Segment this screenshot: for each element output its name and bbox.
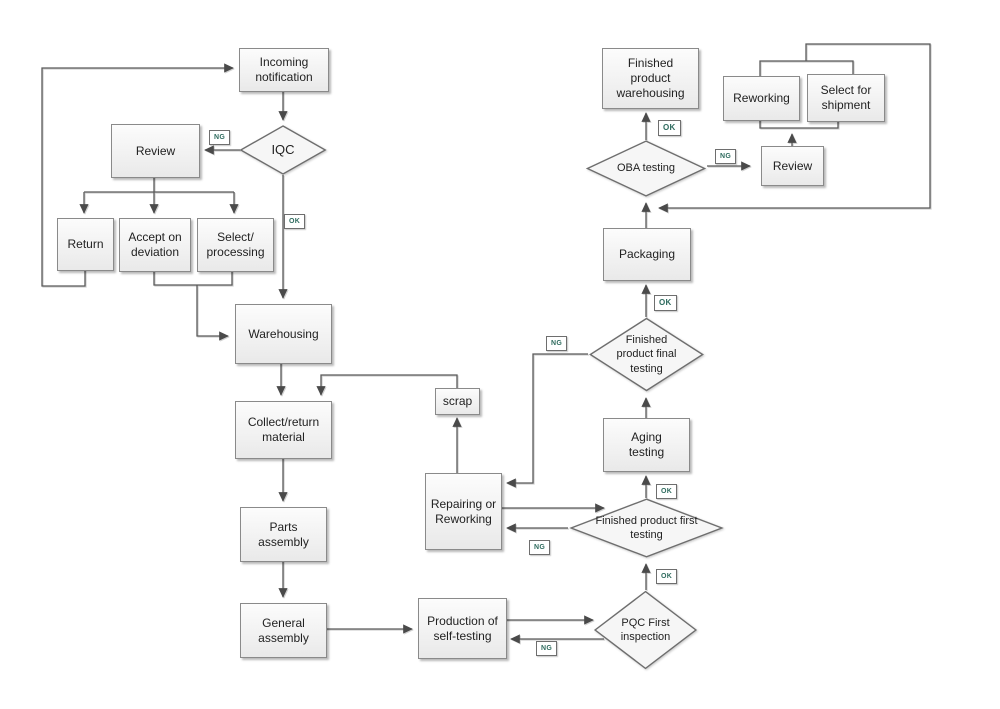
repairing-reworking-label: Repairing or Reworking bbox=[430, 496, 497, 526]
general-assembly-label: General assembly bbox=[258, 615, 309, 645]
iqc-label: IQC bbox=[271, 141, 295, 157]
select-processing-label: Select/ processing bbox=[206, 230, 265, 259]
review-left-label: Review bbox=[135, 143, 176, 158]
ng-badge-first-testing: NG bbox=[529, 540, 551, 555]
oba-diamond-shape bbox=[585, 140, 707, 197]
select-processing-box: Select/ processing bbox=[197, 218, 274, 272]
finished-product-warehousing-box: Finished product warehousing bbox=[602, 48, 699, 109]
reworking-label: Reworking bbox=[733, 91, 790, 105]
packaging-box: Packaging bbox=[603, 228, 691, 281]
pqc-first-inspection-decision: PQC First inspection bbox=[593, 590, 698, 670]
repairing-reworking-box: Repairing or Reworking bbox=[425, 473, 502, 550]
ok-badge-first-testing: OK bbox=[656, 484, 678, 499]
ok-badge-oba: OK bbox=[658, 120, 681, 136]
return-label: Return bbox=[67, 237, 104, 251]
ng-badge-pqc: NG bbox=[536, 641, 558, 656]
scrap-label: scrap bbox=[442, 394, 473, 408]
collect-return-material-box: Collect/return material bbox=[235, 401, 332, 459]
production-self-testing-label: Production of self-testing bbox=[427, 613, 498, 643]
oba-testing-decision: OBA testing bbox=[585, 140, 707, 197]
ng-badge-iqc: NG bbox=[209, 130, 231, 145]
accept-on-deviation-box: Accept on deviation bbox=[119, 218, 191, 272]
pqc-first-inspection-label: PQC First inspection bbox=[620, 616, 671, 643]
ok-badge-final-testing: OK bbox=[654, 295, 677, 311]
aging-testing-label: Aging testing bbox=[628, 430, 665, 459]
aging-testing-box: Aging testing bbox=[603, 418, 690, 472]
parts-assembly-box: Parts assembly bbox=[240, 507, 327, 562]
select-for-shipment-box: Select for shipment bbox=[807, 74, 885, 122]
warehousing-box: Warehousing bbox=[235, 304, 332, 364]
collect-return-material-label: Collect/return material bbox=[247, 415, 320, 444]
packaging-label: Packaging bbox=[618, 247, 676, 261]
final-testing-diamond-shape bbox=[588, 317, 705, 392]
ok-badge-iqc: OK bbox=[284, 214, 306, 229]
review-right-label: Review bbox=[772, 158, 813, 173]
warehousing-label: Warehousing bbox=[248, 326, 319, 341]
reworking-box: Reworking bbox=[723, 76, 800, 121]
parts-assembly-label: Parts assembly bbox=[258, 519, 309, 549]
iqc-decision: IQC bbox=[239, 125, 327, 175]
return-box: Return bbox=[57, 218, 114, 271]
select-for-shipment-label: Select for shipment bbox=[820, 83, 872, 112]
final-testing-label: Finished product final testing bbox=[616, 334, 677, 375]
accept-on-deviation-label: Accept on deviation bbox=[128, 230, 182, 259]
first-testing-decision: Finished product first testing bbox=[568, 498, 725, 558]
review-left-box: Review bbox=[111, 124, 200, 178]
ng-badge-oba: NG bbox=[715, 149, 737, 164]
scrap-box: scrap bbox=[435, 388, 480, 415]
first-testing-diamond-shape bbox=[568, 498, 725, 558]
first-testing-label: Finished product first testing bbox=[595, 514, 698, 541]
production-self-testing-box: Production of self-testing bbox=[418, 598, 507, 659]
iqc-diamond-shape bbox=[239, 125, 327, 175]
pqc-diamond-shape bbox=[593, 590, 698, 670]
incoming-notification-label: Incoming notification bbox=[255, 55, 313, 84]
finished-product-warehousing-label: Finished product warehousing bbox=[616, 56, 685, 100]
review-right-box: Review bbox=[761, 146, 824, 186]
ok-badge-pqc: OK bbox=[656, 569, 678, 584]
incoming-notification-box: Incoming notification bbox=[239, 48, 329, 92]
oba-testing-label: OBA testing bbox=[616, 162, 676, 175]
ng-badge-final-testing: NG bbox=[546, 336, 568, 351]
general-assembly-box: General assembly bbox=[240, 603, 327, 658]
final-testing-decision: Finished product final testing bbox=[588, 317, 705, 392]
